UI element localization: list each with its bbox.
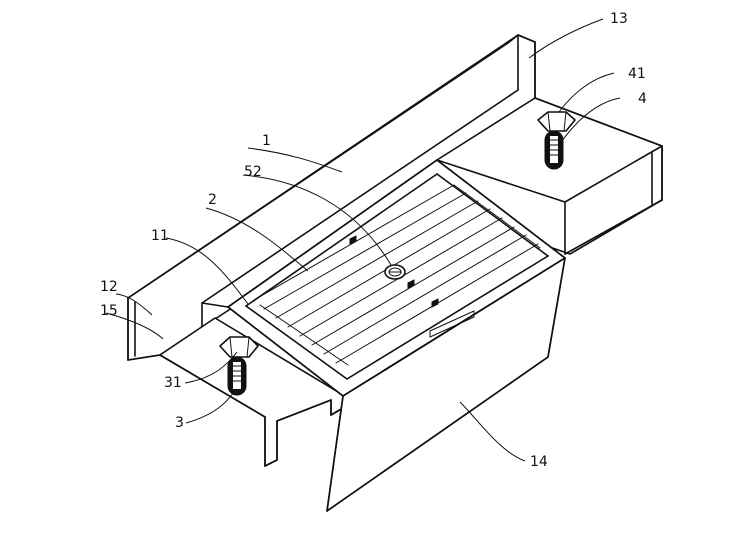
label-2: 2	[208, 192, 217, 208]
label-31: 31	[164, 375, 182, 391]
label-11: 11	[151, 228, 169, 244]
label-13: 13	[610, 11, 628, 27]
label-41: 41	[628, 66, 646, 82]
front-panel	[326, 257, 566, 512]
label-12: 12	[100, 279, 118, 295]
label-15: 15	[100, 303, 118, 319]
label-3: 3	[175, 415, 184, 431]
label-14: 14	[530, 454, 548, 470]
center-pin	[349, 235, 439, 308]
bolt-31	[219, 336, 259, 396]
lower-left-channel	[159, 317, 344, 467]
label-1: 1	[262, 133, 271, 149]
label-4: 4	[638, 91, 647, 107]
bolt-41	[537, 111, 576, 170]
leader-lines	[105, 18, 621, 462]
label-52: 52	[244, 164, 262, 180]
labels: 13 41 4 1 52 2 11 12 15 31 3 14	[100, 11, 647, 470]
